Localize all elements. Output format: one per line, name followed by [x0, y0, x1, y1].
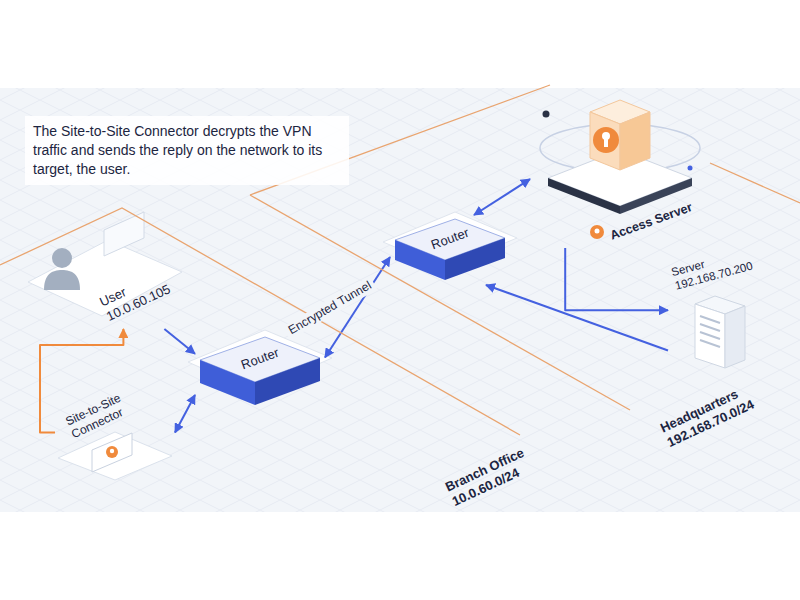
user-body: [44, 270, 80, 290]
callout-note: The Site-to-Site Connector decrypts the …: [25, 116, 349, 185]
access-logo-hole: [595, 229, 600, 234]
pedestal-side: [548, 178, 620, 214]
region-branch: Branch Office10.0.60.0/24 User10.0.60.105…: [0, 200, 580, 530]
connector-arrow: [565, 248, 668, 310]
text-group: Branch Office10.0.60.0/24: [443, 432, 561, 509]
region-outline-line: [710, 163, 800, 203]
keyhole: [604, 138, 608, 147]
text-group: User10.0.60.105: [97, 261, 184, 324]
region-outline-line: [0, 208, 520, 435]
text-group: Access Server: [608, 197, 701, 243]
connector-logo-hole: [110, 449, 114, 453]
tower-front: [695, 304, 725, 368]
text-group: Server192.168.70.200: [670, 242, 768, 293]
cube-side: [590, 112, 620, 170]
access-server-node: Access Server: [530, 95, 706, 248]
node-label: Router: [419, 221, 481, 256]
router-node: Router: [390, 215, 510, 285]
text-group: Router: [229, 341, 291, 376]
node-label: Access Server: [608, 197, 701, 243]
node-label: Router: [229, 341, 291, 376]
grid-texture: [0, 88, 800, 512]
cube-side: [620, 112, 650, 170]
edge-label: Encrypted Tunnel: [282, 276, 377, 340]
connector-arrow: [164, 329, 195, 354]
access-logo: [590, 225, 604, 239]
region-outline-line: [250, 195, 630, 410]
tower-slots: [700, 316, 720, 347]
node-label: Site-to-Site Connector: [63, 377, 159, 442]
user-head: [52, 248, 72, 268]
lock-circle: [593, 127, 619, 153]
connector-card: [92, 433, 132, 472]
connector-logo: [106, 446, 118, 458]
image-ground: [0, 88, 800, 512]
text-group: Router: [419, 221, 481, 256]
connector-arrow: [175, 395, 195, 433]
text-group: Site-to-Site Connector: [63, 377, 159, 442]
orbit-dot: [688, 166, 693, 171]
text-group: Headquarters192.168.70.0/24: [658, 371, 780, 450]
orbit-dot: [543, 111, 550, 118]
user-panel: [104, 212, 144, 256]
connector-arrow: [474, 179, 530, 215]
tower-side: [725, 306, 745, 368]
user-node: User10.0.60.105: [25, 225, 189, 329]
router-node: Router: [195, 335, 325, 410]
connector-arrow: [486, 285, 668, 351]
connector-node: Site-to-Site Connector: [55, 385, 175, 480]
server-node: Server192.168.70.200: [668, 240, 772, 370]
